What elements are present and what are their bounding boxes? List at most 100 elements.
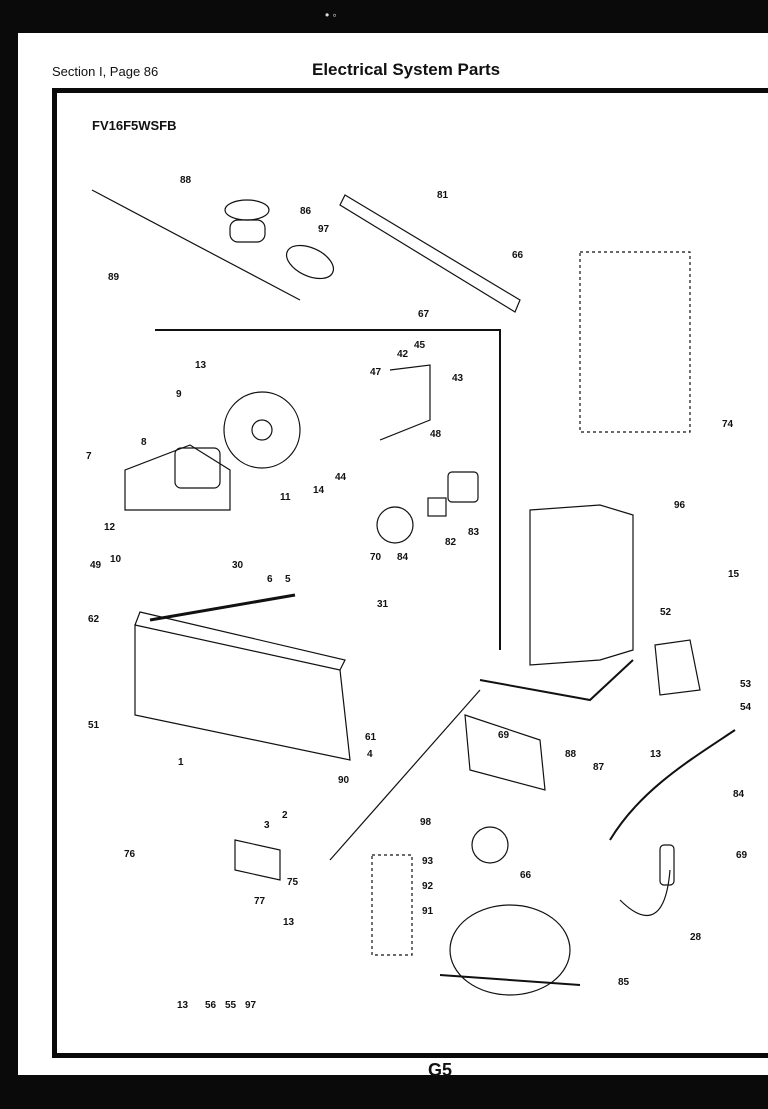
- callout-label: 88: [565, 749, 577, 760]
- lamp-socket-part: [224, 199, 270, 221]
- fan-hub-part: [251, 419, 273, 441]
- callout-label: 61: [365, 732, 377, 743]
- callout-label: 8: [141, 437, 147, 448]
- callout-label: 84: [733, 789, 745, 800]
- callout-label: 49: [90, 560, 102, 571]
- callout-label: 70: [370, 552, 382, 563]
- compressor-base-part: [439, 974, 581, 986]
- fan-blade-part: [223, 391, 301, 469]
- fan-motor-bracket-part: [124, 444, 231, 511]
- callout-label: 91: [422, 906, 434, 917]
- overload-part: [376, 506, 414, 544]
- callout-label: 13: [177, 1000, 189, 1011]
- callout-label: 44: [335, 472, 347, 483]
- callout-label: 3: [264, 820, 270, 831]
- rod-line: [91, 189, 301, 301]
- callout-label: 84: [397, 552, 409, 563]
- callout-label: 10: [110, 554, 122, 565]
- callout-label: 6: [267, 574, 273, 585]
- callout-label: 97: [318, 224, 330, 235]
- fan-motor-part: [174, 447, 221, 489]
- callout-label: 97: [245, 1000, 257, 1011]
- callout-label: 66: [520, 870, 532, 881]
- callout-label: 90: [338, 775, 350, 786]
- drain-heater-part: [619, 869, 671, 917]
- callout-label: 48: [430, 429, 442, 440]
- callout-label: 77: [254, 896, 266, 907]
- callout-label: 13: [195, 360, 207, 371]
- section-outline: [155, 329, 501, 650]
- start-capacitor-part: [471, 826, 509, 864]
- section-page-label: Section I, Page 86: [52, 64, 159, 79]
- callout-label: 14: [313, 485, 325, 496]
- callout-label: 51: [88, 720, 100, 731]
- callout-label: 56: [205, 1000, 217, 1011]
- callout-label: 1: [178, 757, 184, 768]
- defrost-timer-part: [464, 714, 546, 791]
- callout-label: 98: [420, 817, 432, 828]
- control-box-part: [529, 504, 634, 666]
- clip-bracket-part: [234, 839, 281, 881]
- page-number: G5: [428, 1060, 453, 1080]
- callout-label: 13: [283, 917, 295, 928]
- callout-label: 69: [498, 730, 510, 741]
- socket-body-part: [229, 219, 266, 243]
- scan-marks: • ◦: [325, 8, 337, 22]
- callout-label: 74: [722, 419, 734, 430]
- relay-cover-part: [447, 471, 479, 503]
- thermostat-bracket-part: [379, 364, 431, 441]
- valve-assembly-part: [371, 854, 413, 956]
- callout-label: 9: [176, 389, 182, 400]
- evaporator-top-part: [134, 611, 346, 671]
- callout-label: 54: [740, 702, 752, 713]
- callout-label: 81: [437, 190, 449, 201]
- page-title: Electrical System Parts: [312, 60, 501, 79]
- compressor-part: [449, 904, 571, 996]
- callout-label: 85: [618, 977, 630, 988]
- callout-label: 86: [300, 206, 312, 217]
- wire-harness-part: [609, 729, 736, 841]
- callout-label: 92: [422, 881, 434, 892]
- condenser-coil-part: [579, 251, 691, 433]
- long-bracket-part: [339, 194, 521, 313]
- relay-part: [427, 497, 447, 517]
- callout-label: 53: [740, 679, 752, 690]
- callout-label: 11: [280, 492, 291, 503]
- callout-label: 88: [180, 175, 192, 186]
- separator-line: [329, 689, 481, 861]
- callout-label: 76: [124, 849, 136, 860]
- callout-label: 47: [370, 367, 382, 378]
- callout-label: 89: [108, 272, 120, 283]
- callout-label: 67: [418, 309, 430, 320]
- diagram-frame: [52, 88, 768, 1058]
- callout-label: 13: [650, 749, 662, 760]
- callout-label: 28: [690, 932, 702, 943]
- callout-label: 43: [452, 373, 464, 384]
- model-number: FV16F5WSFB: [92, 118, 177, 133]
- callout-label: 4: [367, 749, 373, 760]
- callout-label: 30: [232, 560, 244, 571]
- light-bulb-part: [285, 244, 335, 280]
- drain-heater-body-part: [659, 844, 675, 886]
- callout-label: 42: [397, 349, 409, 360]
- callout-label: 69: [736, 850, 748, 861]
- evaporator-condenser-part: [134, 624, 351, 761]
- callout-label: 2: [282, 810, 288, 821]
- callout-label: 62: [88, 614, 100, 625]
- callout-label: 66: [512, 250, 524, 261]
- callout-label: 45: [414, 340, 426, 351]
- callout-label: 87: [593, 762, 605, 773]
- callout-label: 52: [660, 607, 672, 618]
- heater-tube-part: [149, 593, 296, 622]
- callout-label: 5: [285, 574, 291, 585]
- callout-label: 83: [468, 527, 480, 538]
- callout-label: 31: [377, 599, 389, 610]
- callout-label: 55: [225, 1000, 237, 1011]
- callout-label: 15: [728, 569, 740, 580]
- callout-label: 75: [287, 877, 299, 888]
- callout-label: 93: [422, 856, 434, 867]
- box-outline: [479, 659, 634, 702]
- callout-label: 12: [104, 522, 116, 533]
- callout-label: 7: [86, 451, 92, 462]
